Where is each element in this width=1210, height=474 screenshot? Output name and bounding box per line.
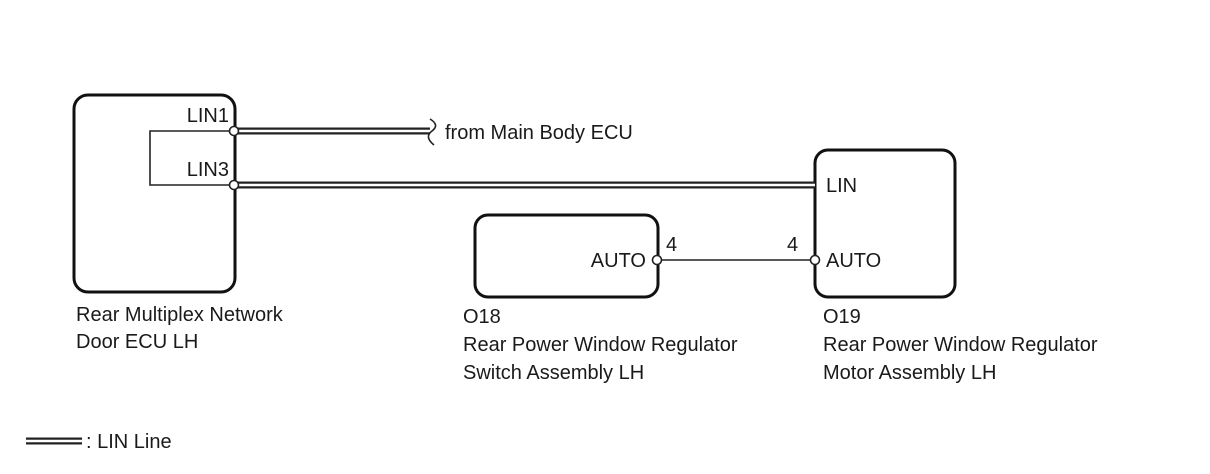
switch-name-line1: Rear Power Window Regulator <box>463 334 738 356</box>
pin-lin1-connector <box>228 125 240 137</box>
ecu-name-line1: Rear Multiplex Network <box>76 304 284 326</box>
label-switch-auto: AUTO <box>591 250 646 272</box>
motor-name-line1: Rear Power Window Regulator <box>823 334 1098 356</box>
legend-lin-label: : LIN Line <box>86 431 172 453</box>
ecu-internal-bridge <box>149 130 234 186</box>
pin-motor-auto-connector <box>809 254 821 266</box>
motor-name-line2: Motor Assembly LH <box>823 362 996 384</box>
wire-break-mark <box>427 118 437 146</box>
label-motor-pin-number: 4 <box>787 234 798 256</box>
label-motor-lin: LIN <box>826 175 857 197</box>
label-from-main-body: from Main Body ECU <box>445 122 633 144</box>
label-switch-pin-number: 4 <box>666 234 677 256</box>
label-motor-auto: AUTO <box>826 250 881 272</box>
door-ecu-box <box>72 93 237 294</box>
pin-lin3-connector <box>228 179 240 191</box>
switch-code: O18 <box>463 306 501 328</box>
ecu-name-line2: Door ECU LH <box>76 331 198 353</box>
pin-switch-auto-connector <box>651 254 663 266</box>
label-lin1: LIN1 <box>187 105 229 127</box>
motor-code: O19 <box>823 306 861 328</box>
switch-name-line2: Switch Assembly LH <box>463 362 644 384</box>
label-lin3: LIN3 <box>187 159 229 181</box>
motor-assembly-box <box>813 148 957 299</box>
